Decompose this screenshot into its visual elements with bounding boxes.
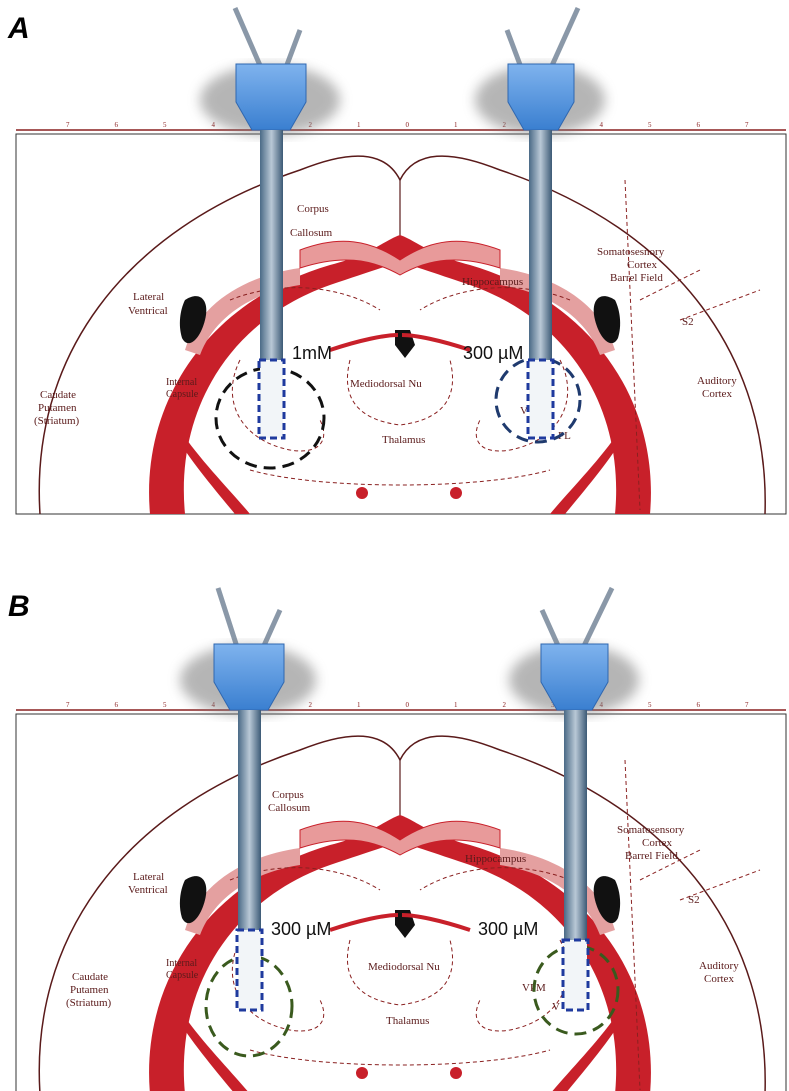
label-somato-1: Somatosensory: [617, 824, 685, 836]
concentration-right: 300 µM: [478, 919, 538, 939]
ruler-tick-label: 1: [357, 701, 361, 709]
ruler-tick-label: 5: [648, 701, 652, 709]
probe-head-right: [508, 64, 574, 130]
label-corpus-2: Callosum: [290, 227, 333, 239]
ruler-tick-label: 5: [648, 121, 652, 129]
concentration-left: 1mM: [292, 343, 332, 363]
ruler-tick-label: 2: [503, 701, 507, 709]
label-lateral-2: Ventrical: [128, 884, 168, 896]
label-mediodorsal: Mediodorsal Nu: [350, 378, 422, 390]
panel-b: B 765432101234567: [0, 580, 789, 1091]
label-lateral-1: Lateral: [133, 871, 164, 883]
ruler-ticks: 765432101234567: [66, 121, 749, 129]
label-auditory-2: Cortex: [702, 388, 732, 400]
ruler-tick-label: 0: [406, 701, 410, 709]
label-internal-2: Capsule: [166, 389, 199, 400]
ruler-tick-label: 4: [600, 121, 604, 129]
label-s2: S2: [682, 316, 694, 328]
ruler-tick-label: 6: [115, 121, 119, 129]
label-caudate-3: (Striatum): [34, 415, 80, 427]
label-lateral-1: Lateral: [133, 291, 164, 303]
ruler-tick-label: 0: [406, 121, 410, 129]
ruler-tick-label: 1: [454, 121, 458, 129]
label-internal-2: Capsule: [166, 970, 199, 981]
ruler-tick-label: 4: [212, 121, 216, 129]
probe-head-left: [214, 644, 284, 710]
label-s2: S2: [688, 894, 700, 906]
label-auditory-1: Auditory: [699, 960, 739, 972]
brain-section-b: 765432101234567 Corpus Callosum Hippocam…: [0, 580, 789, 1091]
ruler-tick-label: 1: [357, 121, 361, 129]
concentration-left: 300 µM: [271, 919, 331, 939]
probe-shaft-left: [260, 130, 283, 360]
probe-shaft-left: [238, 710, 261, 930]
label-somato-2: Cortex: [627, 259, 657, 271]
label-somato-1: Somatosesnory: [597, 246, 665, 258]
concentration-right: 300 µM: [463, 343, 523, 363]
probe-shaft-right: [564, 710, 587, 940]
ruler-tick-label: 7: [745, 121, 749, 129]
ruler-tick-label: 7: [66, 701, 70, 709]
label-mediodorsal: Mediodorsal Nu: [368, 961, 440, 973]
brain-section-a: 765432101234567 Corpus Callosum: [0, 0, 789, 520]
label-lateral-2: Ventrical: [128, 305, 168, 317]
label-hippocampus: Hippocampus: [465, 853, 526, 865]
label-somato-3: Barrel Field: [625, 850, 678, 862]
label-thalamus: Thalamus: [386, 1015, 429, 1027]
label-caudate-1: Caudate: [40, 389, 76, 401]
ruler-tick-label: 5: [163, 701, 167, 709]
probe-shaft-right: [529, 130, 552, 360]
label-corpus-1: Corpus: [297, 203, 329, 215]
label-caudate-2: Putamen: [70, 984, 109, 996]
label-internal-1: Internal: [166, 377, 197, 388]
label-corpus-1: Corpus: [272, 789, 304, 801]
ruler-tick-label: 7: [745, 701, 749, 709]
label-hippocampus: Hippocampus: [462, 276, 523, 288]
label-auditory-1: Auditory: [697, 375, 737, 387]
label-corpus-2: Callosum: [268, 802, 311, 814]
probe-head-right: [541, 644, 608, 710]
ruler-tick-label: 1: [454, 701, 458, 709]
label-caudate-3: (Striatum): [66, 997, 112, 1009]
ruler-tick-label: 7: [66, 121, 70, 129]
probe-head-left: [236, 64, 306, 130]
label-caudate-1: Caudate: [72, 971, 108, 983]
ruler-ticks: 765432101234567: [66, 701, 749, 709]
label-caudate-2: Putamen: [38, 402, 77, 414]
label-internal-1: Internal: [166, 958, 197, 969]
label-somato-3: Barrel Field: [610, 272, 663, 284]
diagram-frame: [16, 134, 786, 514]
label-thalamus: Thalamus: [382, 434, 425, 446]
ruler-tick-label: 6: [697, 121, 701, 129]
ruler-tick-label: 6: [697, 701, 701, 709]
ruler-tick-label: 5: [163, 121, 167, 129]
diagram-frame: [16, 714, 786, 1091]
ruler-tick-label: 2: [309, 701, 313, 709]
label-auditory-2: Cortex: [704, 973, 734, 985]
panel-a: A 765432101234567: [0, 0, 789, 520]
label-vpl: V: [552, 1001, 560, 1013]
label-somato-2: Cortex: [642, 837, 672, 849]
ruler-tick-label: 6: [115, 701, 119, 709]
